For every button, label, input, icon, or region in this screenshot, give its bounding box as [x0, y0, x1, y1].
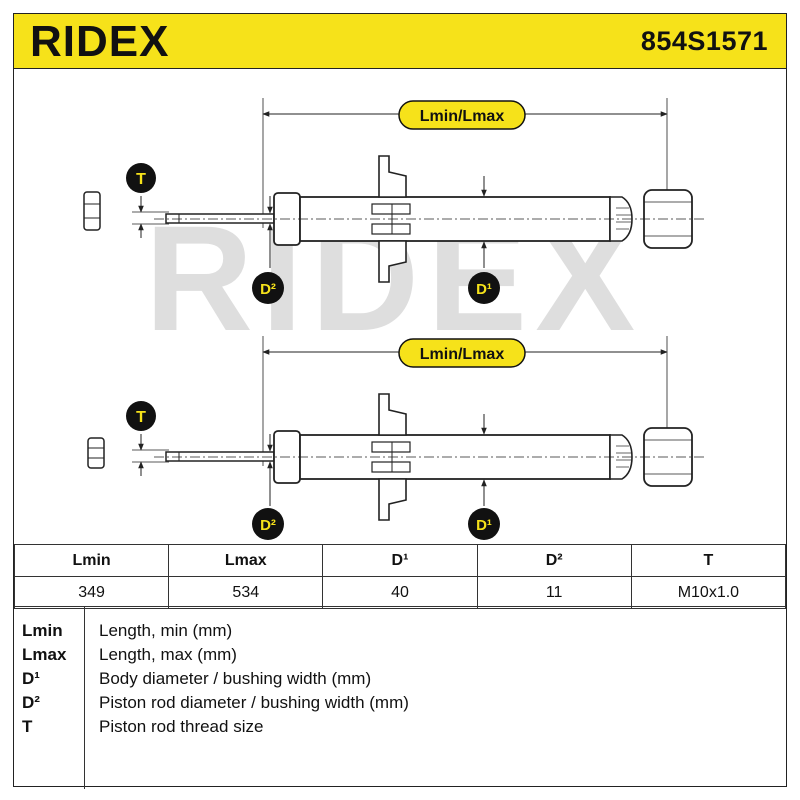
legend-key: D¹	[22, 669, 40, 688]
specs-value-row: 349 534 40 11 M10x1.0	[13, 576, 787, 609]
specs-header-cell: D²	[476, 544, 632, 577]
rod-diameter-badge-bottom: D²	[252, 508, 284, 540]
nut-icon	[87, 437, 105, 469]
specs-header-cell: Lmax	[168, 544, 324, 577]
thread-badge-top: T	[126, 163, 156, 193]
svg-text:Lmin/Lmax: Lmin/Lmax	[420, 346, 505, 363]
nut-icon	[83, 191, 101, 231]
specs-value-cell: 349	[13, 576, 170, 609]
svg-text:D²: D²	[260, 281, 276, 298]
thread-badge-bottom: T	[126, 401, 156, 431]
legend-key: T	[22, 717, 33, 736]
body-diameter-badge-bottom: D¹	[468, 508, 500, 540]
body-diameter-badge-top: D¹	[468, 272, 500, 304]
legend: Lmin Length, min (mm) Lmax Length, max (…	[14, 606, 786, 789]
drawing-frame: RIDEX 854S1571 RIDEX	[13, 13, 787, 789]
svg-text:Lmin/Lmax: Lmin/Lmax	[420, 108, 505, 125]
legend-description: Length, max (mm)	[99, 645, 237, 664]
legend-key: Lmin	[22, 621, 63, 640]
svg-text:D¹: D¹	[476, 517, 492, 534]
specs-value-cell: 534	[168, 576, 324, 609]
legend-key: D²	[22, 693, 40, 712]
legend-key: Lmax	[22, 645, 67, 664]
specs-value-cell: M10x1.0	[630, 576, 787, 609]
logo-wordmark: RIDEX	[30, 20, 169, 62]
shock-absorber-diagram: RIDEX	[83, 98, 704, 540]
specs-table: Lmin Lmax D¹ D² T 349 534 40 11 M10x1.0	[13, 544, 787, 609]
ridex-logo: RIDEX	[30, 20, 169, 62]
svg-text:D²: D²	[260, 517, 276, 534]
rod-diameter-badge-top: D²	[252, 272, 284, 304]
part-number: 854S1571	[640, 26, 768, 56]
length-label-top: Lmin/Lmax	[398, 100, 526, 130]
svg-text:T: T	[136, 171, 146, 188]
length-label-bottom: Lmin/Lmax	[398, 338, 526, 368]
specs-value-cell: 40	[322, 576, 478, 609]
legend-description: Piston rod thread size	[99, 717, 264, 736]
specs-header-cell: Lmin	[13, 544, 170, 577]
svg-text:T: T	[136, 409, 146, 426]
specs-value-cell: 11	[476, 576, 632, 609]
legend-description: Body diameter / bushing width (mm)	[99, 669, 372, 688]
legend-description: Piston rod diameter / bushing width (mm)	[99, 693, 409, 712]
header-bar: RIDEX 854S1571	[14, 14, 786, 69]
shock-absorber-top: Lmin/Lmax T D² D¹	[83, 98, 704, 304]
legend-description: Length, min (mm)	[99, 621, 233, 640]
specs-header-cell: D¹	[322, 544, 478, 577]
shock-absorber-bottom: Lmin/Lmax T D² D¹	[87, 336, 704, 540]
specs-header-row: Lmin Lmax D¹ D² T	[13, 544, 787, 577]
svg-text:D¹: D¹	[476, 281, 492, 298]
specs-header-cell: T	[630, 544, 787, 577]
legend-divider	[84, 607, 85, 789]
